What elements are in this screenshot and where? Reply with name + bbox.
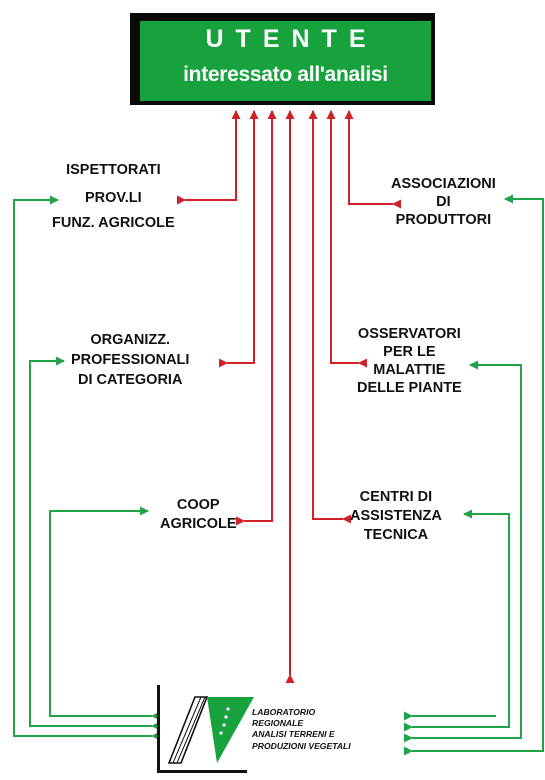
lab-line-4: PRODUZIONI VEGETALI <box>252 740 351 751</box>
node-ispettorati-line-3: FUNZ. AGRICOLE <box>52 215 175 231</box>
laboratory-name: LABORATORIO REGIONALE ANALISI TERRENI E … <box>252 707 351 752</box>
node-centri-line-1: CENTRI DI <box>359 489 433 505</box>
node-associazioni-line-3: PRODUTTORI <box>395 212 492 228</box>
node-ispettorati: ISPETTORATI PROV.LI FUNZ. AGRICOLE <box>52 160 175 234</box>
green-arrow-associazioni <box>404 194 544 756</box>
node-coop: COOP AGRICOLE <box>160 496 237 534</box>
logo-green-triangle <box>207 697 254 763</box>
node-coop-line-1: COOP <box>176 497 220 513</box>
logo-dots <box>219 707 230 735</box>
utente-title: UTENTE <box>205 25 378 53</box>
arrow-organizzazioni-utente <box>219 110 259 368</box>
node-organizzazioni-line-3: DI CATEGORIA <box>77 372 183 388</box>
lab-line-3: ANALISI TERRENI E <box>252 729 335 740</box>
laboratory-logo <box>157 685 254 773</box>
arrow-osservatori-utente <box>326 110 367 368</box>
node-associazioni-line-2: DI <box>436 194 451 210</box>
green-arrow-osservatori <box>404 360 522 743</box>
logo-frame-bottom <box>157 770 247 773</box>
arrow-coop-utente <box>236 110 277 526</box>
node-organizzazioni-line-1: ORGANIZZ. <box>90 332 171 348</box>
lab-line-2: REGIONALE <box>252 718 304 729</box>
node-centri: CENTRI DI ASSISTENZA TECNICA <box>350 488 442 545</box>
green-arrow-coop <box>49 506 160 721</box>
node-associazioni: ASSOCIAZIONI DI PRODUTTORI <box>391 175 496 229</box>
node-osservatori-line-4: DELLE PIANTE <box>357 380 462 396</box>
node-coop-line-2: AGRICOLE <box>160 516 237 532</box>
arrow-centri-utente <box>308 110 351 524</box>
utente-box: UTENTE interessato all'analisi <box>140 21 431 101</box>
node-ispettorati-line-1: ISPETTORATI <box>66 162 161 178</box>
node-associazioni-line-1: ASSOCIAZIONI <box>391 176 496 192</box>
green-arrow-centri <box>404 509 510 732</box>
logo-hatch-lines <box>172 696 206 764</box>
lab-line-1: LABORATORIO <box>252 707 316 717</box>
logo-frame-left <box>157 685 160 773</box>
green-arrow-organizzazioni <box>29 356 160 731</box>
arrow-ispettorati-utente <box>177 110 241 205</box>
node-osservatori-line-3: MALATTIE <box>373 362 446 378</box>
node-organizzazioni-line-2: PROFESSIONALI <box>71 352 190 368</box>
node-ispettorati-line-2: PROV.LI <box>85 190 142 206</box>
green-arrow-ispettorati <box>13 195 160 741</box>
node-osservatori: OSSERVATORI PER LE MALATTIE DELLE PIANTE <box>357 325 462 397</box>
node-osservatori-line-2: PER LE <box>383 344 436 360</box>
node-organizzazioni: ORGANIZZ. PROFESSIONALI DI CATEGORIA <box>71 330 189 390</box>
arrow-associazioni-utente <box>344 110 401 209</box>
node-osservatori-line-1: OSSERVATORI <box>357 326 461 342</box>
utente-subtitle: interessato all'analisi <box>183 63 388 86</box>
node-centri-line-2: ASSISTENZA <box>350 508 442 524</box>
node-centri-line-3: TECNICA <box>363 527 429 543</box>
